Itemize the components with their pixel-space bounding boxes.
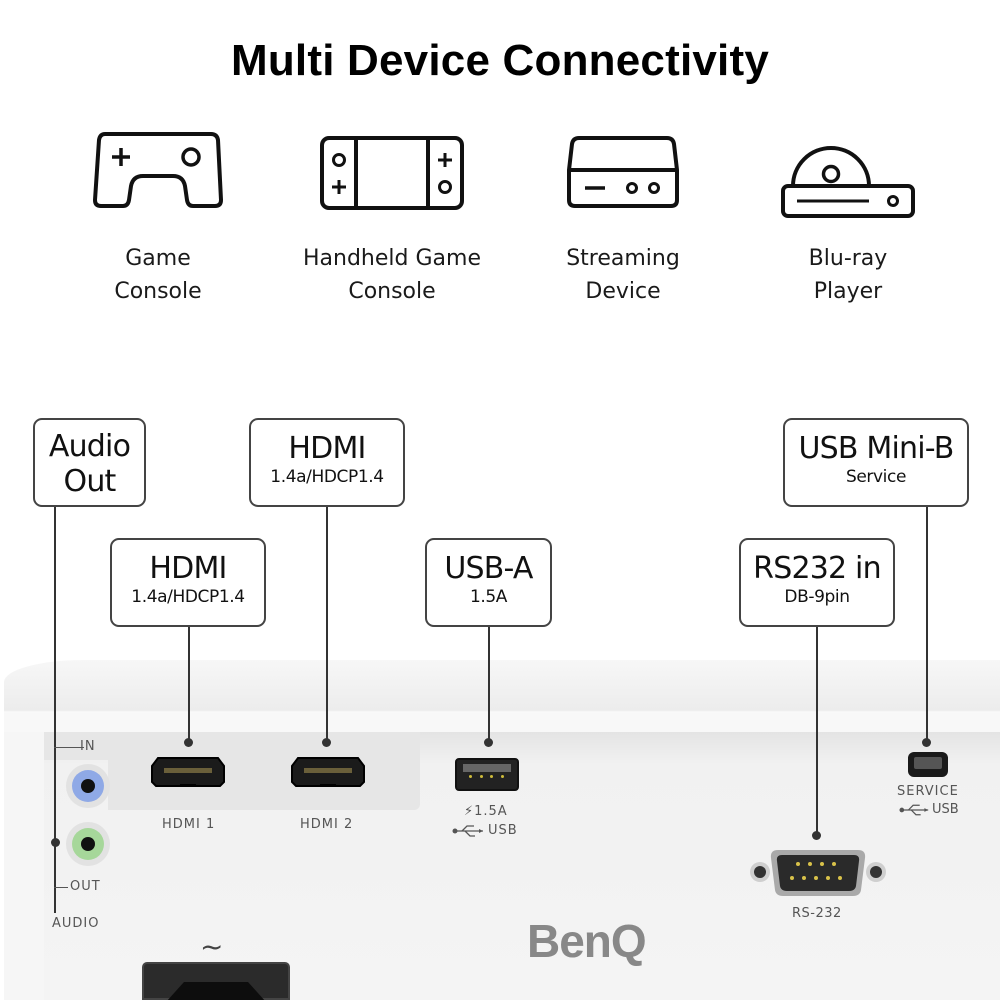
- device-label-line1: Blu-ray: [808, 246, 888, 271]
- usb-label: USB: [488, 823, 518, 838]
- service-usb-label: USB: [932, 802, 959, 817]
- device-label-line1: Handheld Game: [303, 246, 481, 271]
- leader-line-hdmi1: [188, 627, 190, 743]
- callout-subtitle: 1.5A: [469, 587, 508, 607]
- benq-logo: BenQ: [527, 915, 647, 967]
- rs232-label: RS-232: [792, 906, 842, 921]
- in-tick: [54, 747, 84, 748]
- callout-usb-a: USB-A 1.5A: [425, 538, 552, 627]
- jack-hole: [81, 779, 95, 793]
- service-label: SERVICE: [897, 784, 959, 799]
- hdmi-1-label: HDMI 1: [162, 817, 216, 832]
- leader-line-rs232: [816, 627, 818, 835]
- gamepad-icon: [93, 132, 223, 208]
- callout-title: Audio: [48, 429, 131, 464]
- callout-subtitle: Service: [845, 467, 907, 487]
- leader-dot-rs232: [812, 831, 821, 840]
- usb-trident-icon: [899, 804, 929, 815]
- jack-hole: [81, 837, 95, 851]
- callout-subtitle: DB-9pin: [784, 587, 850, 607]
- leader-dot-usb-a: [484, 738, 493, 747]
- leader-dot-hdmi1: [184, 738, 193, 747]
- callout-hdmi-1: HDMI 1.4a/HDCP1.4: [110, 538, 266, 627]
- usb-pin: [490, 775, 493, 778]
- bluray-player-icon: [781, 146, 915, 218]
- hdmi-2-label: HDMI 2: [300, 817, 354, 832]
- out-tick: [54, 887, 68, 888]
- callout-title: USB-A: [444, 551, 533, 586]
- callout-subtitle: 1.4a/HDCP1.4: [270, 467, 384, 487]
- service-usb-label-group: USB: [899, 802, 959, 817]
- audio-in-jack[interactable]: [66, 764, 110, 808]
- leader-dot-hdmi2: [322, 738, 331, 747]
- usb-tongue: [463, 764, 511, 772]
- device-label-line2: Console: [114, 279, 202, 304]
- device-game-console: Game Console: [38, 130, 278, 308]
- device-label-line2: Console: [348, 279, 436, 304]
- hdmi-2-port[interactable]: [290, 756, 366, 788]
- audio-out-label: OUT: [70, 879, 101, 894]
- callout-hdmi-2: HDMI 1.4a/HDCP1.4: [249, 418, 405, 507]
- streaming-box-icon: [567, 136, 679, 208]
- usb-power-label: ⚡1.5A: [464, 804, 508, 819]
- leader-line-audio: [54, 507, 56, 913]
- callout-title-line2: Out: [63, 464, 117, 499]
- ac-power-symbol: ~: [200, 930, 224, 963]
- usb-mini-b-port[interactable]: [908, 752, 948, 777]
- callout-subtitle: 1.4a/HDCP1.4: [131, 587, 245, 607]
- audio-out-jack[interactable]: [66, 822, 110, 866]
- callout-title: RS232 in: [753, 551, 881, 586]
- leader-dot-audio: [51, 838, 60, 847]
- handheld-console-icon: [320, 136, 464, 210]
- device-bluray: Blu-ray Player: [728, 130, 968, 308]
- callout-rs232: RS232 in DB-9pin: [739, 538, 895, 627]
- usb-a-port[interactable]: [455, 758, 519, 791]
- callout-title: HDMI: [149, 551, 227, 586]
- leader-line-usb-mini: [926, 507, 928, 743]
- audio-group-label: AUDIO: [52, 916, 100, 931]
- usb-pin: [501, 775, 504, 778]
- leader-line-usb-a: [488, 627, 490, 743]
- device-label-line1: Streaming: [566, 246, 680, 271]
- callout-audio-out: Audio Out: [33, 418, 146, 507]
- callout-usb-mini-b: USB Mini-B Service: [783, 418, 969, 507]
- usb-label-group: USB: [452, 823, 518, 838]
- leader-dot-usb-mini: [922, 738, 931, 747]
- rs232-port[interactable]: [748, 846, 888, 898]
- projector-rim: [4, 715, 1000, 733]
- usb-pin: [480, 775, 483, 778]
- usb-trident-icon: [452, 824, 483, 837]
- leader-line-hdmi2: [326, 507, 328, 743]
- mini-usb-inner: [914, 757, 942, 769]
- hdmi-1-port[interactable]: [150, 756, 226, 788]
- page-title: Multi Device Connectivity: [230, 36, 769, 85]
- projector-side: [4, 732, 44, 1000]
- power-socket-cavity: [166, 982, 266, 1000]
- usb-pin: [469, 775, 472, 778]
- device-label-line2: Player: [813, 279, 883, 304]
- device-handheld-console: Handheld Game Console: [272, 130, 512, 308]
- callout-title: USB Mini-B: [798, 431, 954, 466]
- audio-in-label: IN: [80, 739, 96, 754]
- device-label-line1: Game: [125, 246, 191, 271]
- callout-title: HDMI: [288, 431, 366, 466]
- device-streaming: Streaming Device: [503, 130, 743, 308]
- power-socket[interactable]: [142, 962, 290, 1000]
- device-label-line2: Device: [585, 279, 661, 304]
